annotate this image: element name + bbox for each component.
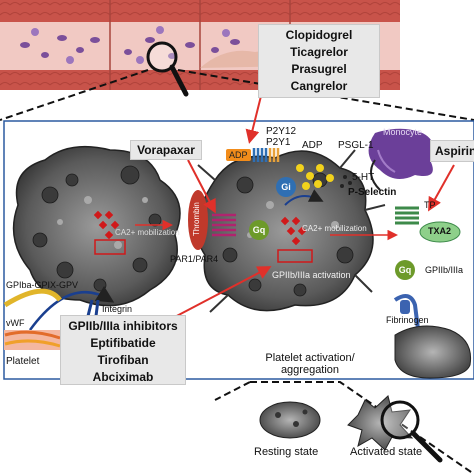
label-gpib: GPIba-GPIX-GPV	[6, 280, 79, 290]
label-p2y1: P2Y1	[266, 137, 291, 148]
txa2-oval	[419, 221, 461, 243]
label-vwf: vWF	[6, 318, 25, 328]
magnifier-icon	[146, 41, 189, 97]
zoom-line-left	[0, 69, 149, 121]
gq-protein-center	[249, 220, 269, 240]
label-gi: Gi	[281, 182, 291, 192]
label-tp: TP	[424, 200, 436, 210]
drug-abciximab: Abciximab	[92, 370, 154, 384]
label-gpiib-activation: GPIIb/IIIa activation	[272, 270, 351, 280]
platelet-aggregate-right	[394, 325, 472, 379]
label-resting-state: Resting state	[254, 446, 319, 458]
p2y12-inhibitors-box: Clopidogrel Ticagrelor Prasugrel Cangrel…	[258, 24, 380, 98]
gpiib-receptor-right	[393, 294, 422, 346]
label-ca-left: CA2+ mobilization	[115, 228, 180, 237]
resting-state-platelet	[259, 401, 321, 439]
drug-clopidogrel: Clopidogrel	[285, 28, 353, 42]
par-receptors	[212, 213, 236, 237]
label-gq-center: Gq	[252, 225, 266, 235]
vwf-strand	[3, 288, 62, 308]
drug-ticagrelor: Ticagrelor	[290, 45, 348, 59]
bottom-magnifier-icon	[380, 400, 443, 463]
label-p-selectin: P-Selectin	[348, 187, 397, 198]
label-thrombin: Thrombin	[192, 202, 201, 236]
adp-molecules	[296, 164, 334, 190]
gi-protein	[276, 177, 296, 197]
p2y-receptors	[252, 148, 280, 162]
label-activated-state: Activated state	[350, 446, 423, 458]
aspirin-box: Aspirin	[430, 140, 474, 162]
label-p2y12: P2Y12	[266, 126, 297, 137]
zoom-line-right	[177, 69, 474, 121]
drug-prasugrel: Prasugrel	[291, 62, 347, 76]
label-activation-title: Platelet activation/ aggregation	[255, 352, 365, 376]
vorapaxar-box: Vorapaxar	[130, 140, 202, 160]
label-par: PAR1/PAR4	[170, 254, 219, 264]
label-gq-right: Gq	[398, 265, 412, 275]
label-fibrinogen: Fibrinogen	[386, 315, 429, 325]
label-txa2: TXA2	[428, 226, 452, 236]
drug-cangrelor: Cangrelor	[290, 79, 348, 93]
gpiib-iiia-inhibitors-box: GPIIb/IIIa inhibitors Eptifibatide Tirof…	[60, 315, 186, 385]
thrombin-molecule	[188, 190, 208, 250]
activated-platelet-center	[196, 149, 386, 313]
gq-protein-right	[395, 260, 415, 280]
gpiib-iiia-title: GPIIb/IIIa inhibitors	[68, 319, 178, 333]
label-psgl1: PSGL-1	[338, 140, 374, 151]
drug-eptifibatide: Eptifibatide	[90, 336, 156, 350]
label-adp-left: ADP	[226, 149, 251, 161]
resting-platelet-left	[12, 145, 181, 331]
tp-receptor	[395, 206, 419, 225]
drug-tirofiban: Tirofiban	[97, 353, 149, 367]
label-adp-right: ADP	[302, 140, 323, 151]
label-activation-line2: aggregation	[280, 364, 340, 376]
label-gpiib-right: GPIIb/IIIa	[425, 265, 464, 275]
label-activation-line1: Platelet activation/	[265, 352, 355, 364]
label-integrin: Integrin	[102, 304, 133, 314]
zoom-line-bottom	[214, 381, 474, 474]
label-5ht: 5-HT	[352, 172, 375, 183]
label-monocyte: Monocyte	[383, 127, 423, 137]
serotonin-dots	[340, 175, 352, 188]
label-platelet-left: Platelet	[6, 356, 40, 367]
integrin-receptor	[86, 299, 100, 317]
monocyte-cell	[368, 128, 434, 179]
label-ca-center: CA2+ mobilization	[302, 224, 367, 233]
